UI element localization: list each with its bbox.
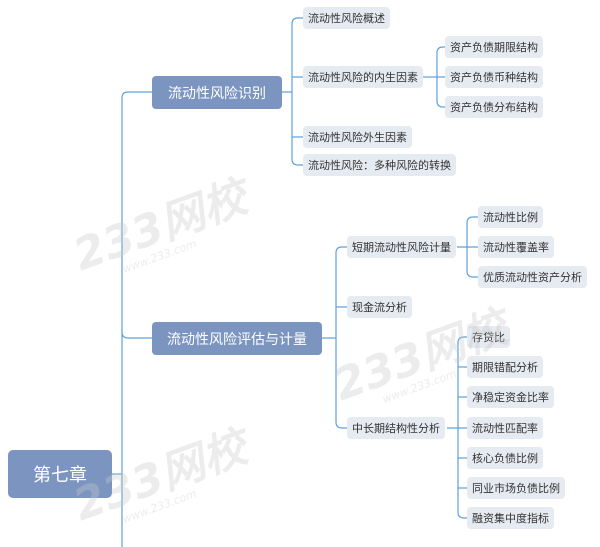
topic-lcr[interactable]: 流动性覆盖率 xyxy=(478,236,554,258)
topic-currency-structure[interactable]: 资产负债币种结构 xyxy=(445,66,543,88)
branch-liquidity-risk-measurement[interactable]: 流动性风险评估与计量 xyxy=(152,322,322,355)
topic-loan-deposit-ratio[interactable]: 存贷比 xyxy=(467,326,510,348)
topic-hqla[interactable]: 优质流动性资产分析 xyxy=(478,266,587,288)
topic-core-liability-ratio[interactable]: 核心负债比例 xyxy=(467,447,543,469)
topic-cash-flow[interactable]: 现金流分析 xyxy=(347,296,412,318)
topic-short-term-measurement[interactable]: 短期流动性风险计量 xyxy=(347,236,456,258)
topic-interbank-liability-ratio[interactable]: 同业市场负债比例 xyxy=(467,477,565,499)
topic-structural-analysis[interactable]: 中长期结构性分析 xyxy=(347,417,445,439)
topic-risk-conversion[interactable]: 流动性风险：多种风险的转换 xyxy=(303,154,456,176)
topic-liquidity-ratio[interactable]: 流动性比例 xyxy=(478,206,543,228)
topic-overview[interactable]: 流动性风险概述 xyxy=(303,7,390,29)
topic-endogenous-factors[interactable]: 流动性风险的内生因素 xyxy=(303,66,423,88)
branch-liquidity-risk-identification[interactable]: 流动性风险识别 xyxy=(152,76,282,109)
topic-maturity-structure[interactable]: 资产负债期限结构 xyxy=(445,36,543,58)
topic-distribution-structure[interactable]: 资产负债分布结构 xyxy=(445,96,543,118)
topic-nsfr[interactable]: 净稳定资金比率 xyxy=(467,386,554,408)
topic-lmr[interactable]: 流动性匹配率 xyxy=(467,417,543,439)
root-node[interactable]: 第七章 xyxy=(8,450,112,498)
topic-exogenous-factors[interactable]: 流动性风险外生因素 xyxy=(303,126,412,148)
topic-maturity-mismatch[interactable]: 期限错配分析 xyxy=(467,356,543,378)
topic-funding-concentration[interactable]: 融资集中度指标 xyxy=(467,507,554,529)
